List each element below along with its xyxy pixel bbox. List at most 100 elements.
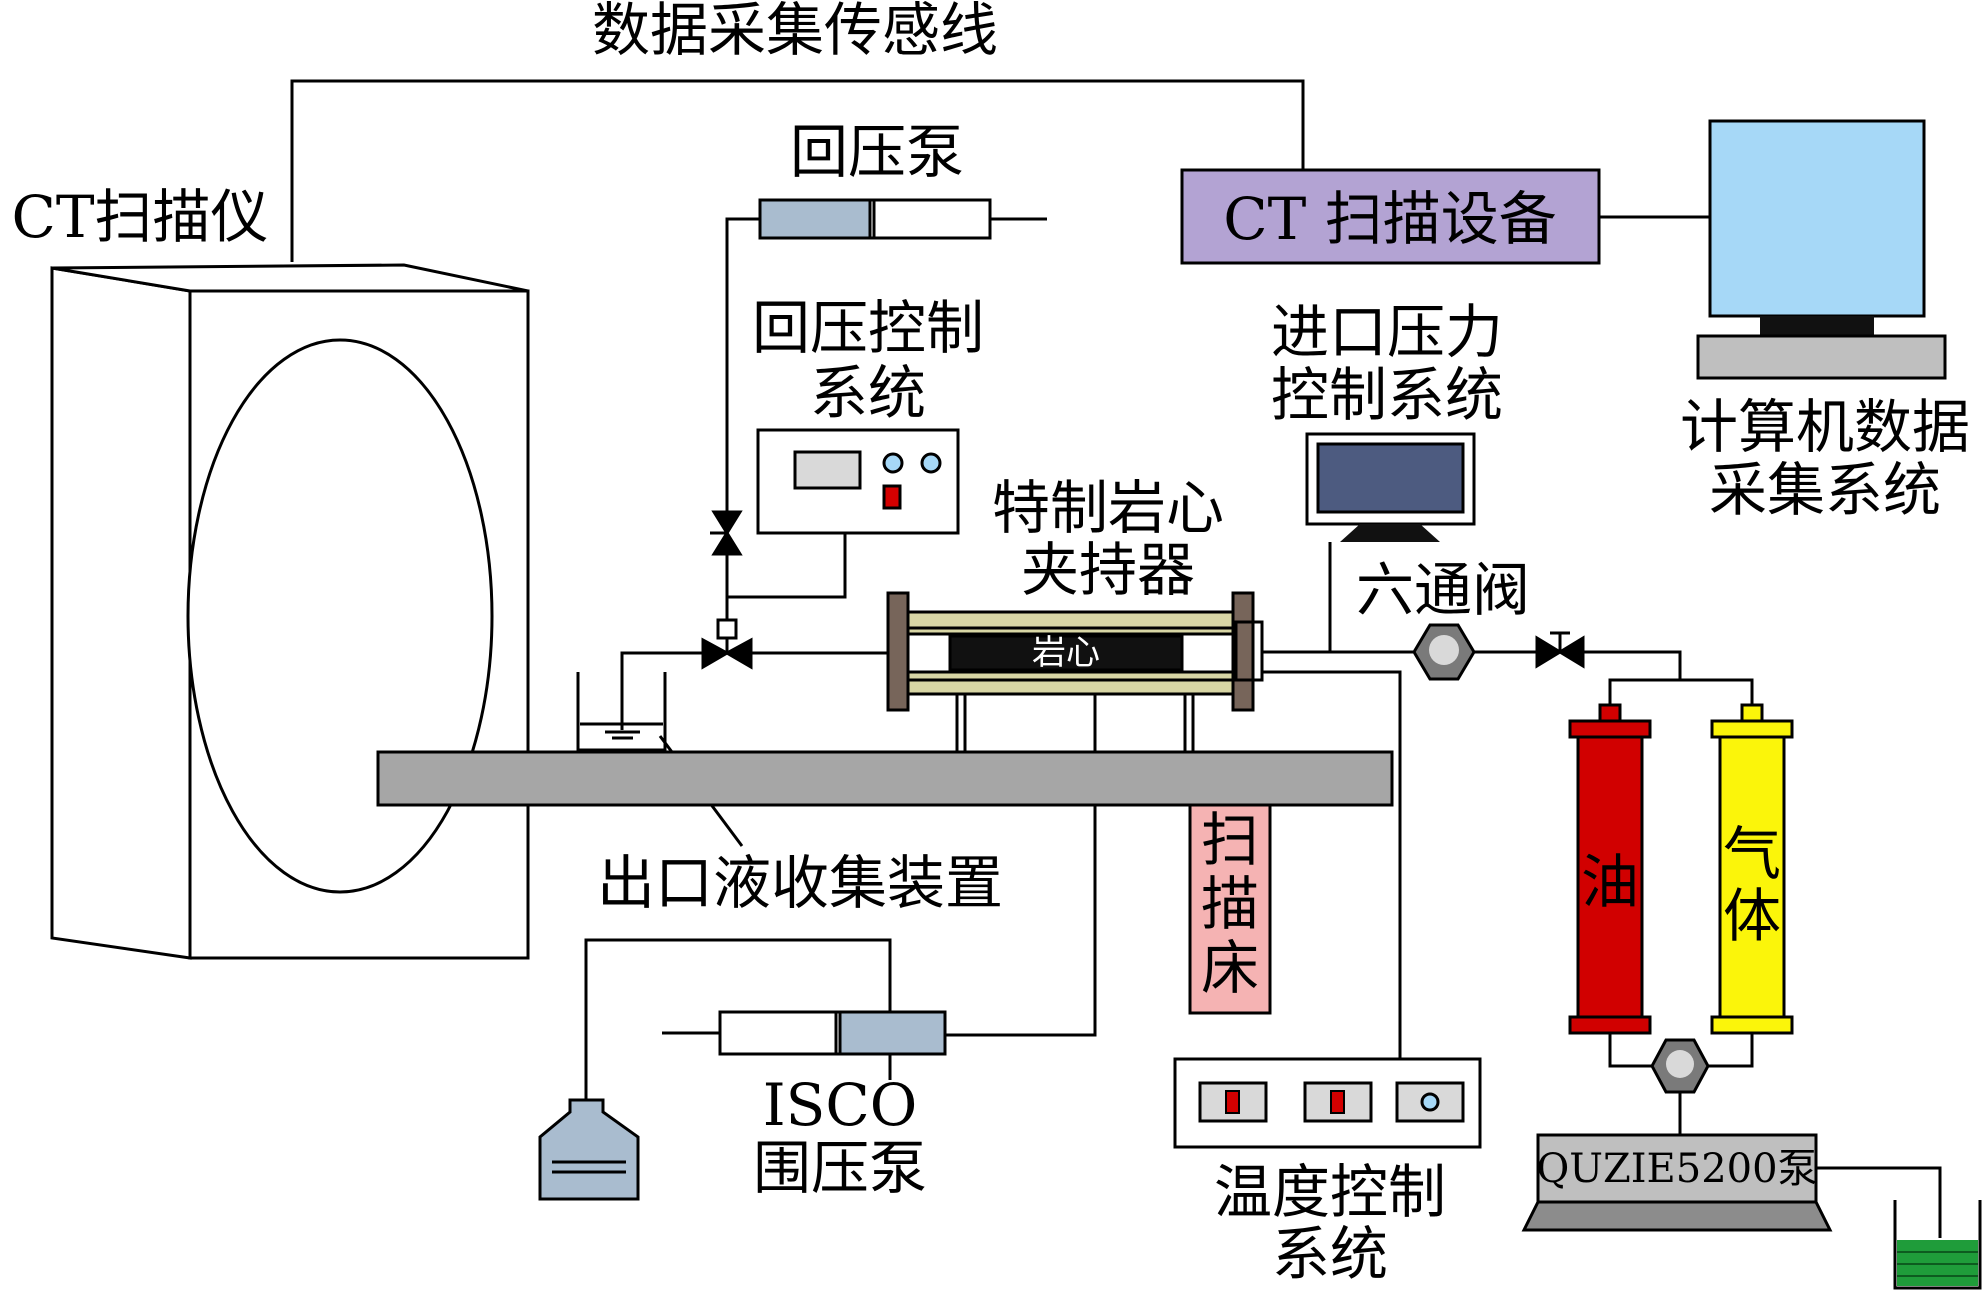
outlet-line-to-beaker (620, 651, 703, 730)
six-way-valve-highlight (1429, 635, 1459, 665)
inlet-ctrl-monitor (1305, 432, 1476, 542)
control-to-valve-line (727, 533, 847, 599)
oil-to-lower-valve-line (1608, 1033, 1653, 1068)
computer (1696, 119, 1947, 380)
lower-six-way-valve-icon (1650, 1038, 1710, 1094)
inlet-ctrl-monitor-stand (1340, 524, 1440, 542)
temp-ctrl-label-line1: 温度控制 (1214, 1158, 1446, 1226)
needle-valve-lower (711, 530, 743, 556)
outlet-valve-left (701, 637, 731, 670)
scan-bed-char-1: 扫 (1201, 806, 1259, 874)
gas-to-lower-valve-line (1706, 1033, 1754, 1068)
oil-cylinder-top-port (1598, 703, 1622, 723)
quzie-pump-body (1536, 1133, 1818, 1204)
outlet-collector-beaker (576, 672, 667, 752)
ct-scanner-gantry-ring (186, 338, 494, 894)
inlet-ctrl-label-line2: 控制系统 (1271, 361, 1503, 429)
oil-cylinder-bottom-cap (1568, 1015, 1652, 1035)
outlet-valve-right (723, 637, 753, 670)
back-pressure-control-box (756, 428, 960, 535)
temp-ctrl-line (1262, 670, 1402, 1059)
temp-ctrl-box (1173, 1057, 1482, 1149)
back-pressure-knob-2 (920, 452, 942, 474)
valve-to-gas-line (1680, 678, 1754, 705)
back-pressure-pump (758, 198, 1047, 240)
temp-ctrl-indicator-2 (1330, 1090, 1345, 1114)
core-holder-bottom-sleeve (906, 670, 1235, 696)
inlet-ctrl-label-line1: 进口压力 (1271, 298, 1503, 366)
quzie-to-beaker-line (1816, 1166, 1942, 1238)
isco-to-bottle-line (584, 938, 892, 1100)
back-pressure-pump-barrel (758, 198, 872, 240)
back-pressure-ctrl-label-line1: 回压控制 (752, 294, 984, 362)
valve-to-cylinders-line (1583, 650, 1682, 705)
data-cable-line (290, 79, 1305, 262)
isco-label-line2: 围压泵 (753, 1134, 927, 1202)
beaker-outline (576, 672, 667, 752)
back-pressure-knob-1 (882, 452, 904, 474)
oil-cylinder (1568, 703, 1652, 1035)
computer-monitor (1708, 119, 1926, 318)
gas-cylinder-top-port (1740, 703, 1764, 723)
computer-label-line2: 采集系统 (1709, 456, 1941, 524)
ct-device-label: CT 扫描设备 (1223, 185, 1557, 253)
gas-label-char-1: 气 (1723, 820, 1781, 888)
temp-ctrl-label-line2: 系统 (1272, 1220, 1388, 1288)
isco-pump-body (718, 1010, 842, 1056)
back-pressure-ctrl-label-line2: 系统 (810, 359, 926, 427)
two-way-valve-left (1535, 635, 1563, 669)
core-sample-label: 岩心 (1032, 633, 1100, 673)
reservoir-bottle (538, 1098, 640, 1201)
outlet-collector-label: 出口液收集装置 (597, 849, 1003, 917)
inlet-ctrl-monitor-screen (1316, 442, 1465, 514)
quzie-pump-label: QUZIE5200泵 (1536, 1146, 1817, 1192)
core-holder-label-line2: 夹持器 (1021, 536, 1195, 604)
data-cable-label: 数据采集传感线 (592, 0, 998, 64)
ct-scanner-side-face (50, 266, 192, 960)
oil-label: 油 (1581, 848, 1639, 916)
gas-cylinder-top-cap (1710, 719, 1794, 739)
core-holder-label-line1: 特制岩心 (992, 474, 1224, 542)
waste-beaker (1893, 1200, 1982, 1290)
back-pressure-pump-label: 回压泵 (790, 118, 964, 186)
back-pressure-line (725, 217, 760, 620)
quzie-pump (1521, 1133, 1833, 1232)
core-holder-left-flange (886, 591, 910, 712)
ct-device-box (1180, 168, 1601, 265)
scan-bed-box (1188, 803, 1272, 1015)
ct-scanner (50, 263, 530, 960)
gas-cylinder-bottom-cap (1710, 1015, 1794, 1035)
ct-scanner-label: CT扫描仪 (11, 183, 268, 251)
gas-cylinder-body (1718, 735, 1786, 1019)
isco-confining-line (945, 805, 1097, 1037)
isco-label-line1: ISCO (763, 1071, 918, 1139)
two-way-valve-right (1557, 635, 1585, 669)
back-pressure-pump-body (868, 198, 992, 240)
reservoir-bottle-shape (538, 1098, 640, 1201)
computer-label-line1: 计算机数据 (1680, 393, 1970, 461)
back-pressure-display (793, 450, 862, 490)
scan-bed-char-2: 描 (1201, 870, 1259, 938)
six-way-valve-icon (1412, 623, 1476, 681)
waste-beaker-outline (1893, 1200, 1982, 1290)
temp-ctrl-knob (1420, 1092, 1440, 1112)
computer-base (1696, 334, 1947, 380)
outlet-valve-icon (701, 637, 753, 670)
oil-cylinder-top-cap (1568, 719, 1652, 739)
isco-pump (662, 1010, 947, 1080)
back-pressure-indicator (882, 484, 902, 510)
gas-cylinder (1710, 703, 1794, 1035)
core-holder-top-sleeve (906, 610, 1235, 636)
gas-label-char-2: 体 (1723, 882, 1781, 950)
needle-valve-icon (710, 510, 743, 556)
scan-bed-char-3: 床 (1201, 934, 1259, 1002)
scan-table (376, 750, 1394, 807)
core-holder (886, 591, 1264, 752)
isco-pump-barrel (838, 1010, 947, 1056)
computer-stand (1760, 316, 1874, 336)
back-pressure-valve-cap (716, 618, 738, 640)
lower-valve-highlight (1666, 1050, 1694, 1078)
two-way-valve-icon (1535, 631, 1585, 669)
temp-ctrl-indicator-1 (1225, 1090, 1240, 1114)
